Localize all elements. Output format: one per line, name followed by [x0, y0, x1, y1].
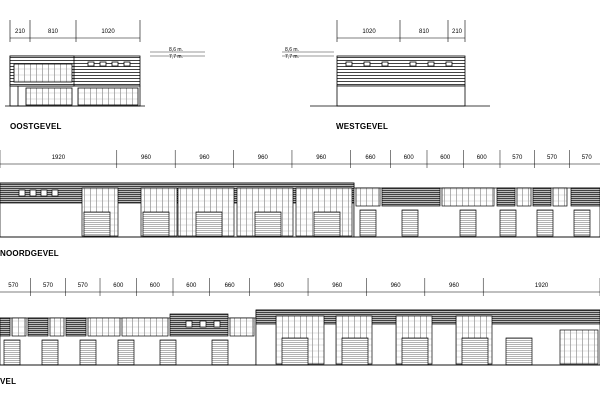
zuid-small-windows — [185, 320, 221, 328]
oostgevel-title: OOSTGEVEL — [10, 122, 62, 131]
zuidgevel-title: VEL — [0, 377, 17, 386]
dim-label: 210 — [452, 29, 463, 35]
west-building — [310, 55, 490, 107]
dim-label: 960 — [449, 283, 460, 289]
height-label: 8,6 m. — [285, 47, 299, 53]
dim-label: 570 — [43, 283, 54, 289]
noordgevel-title: NOORDGEVEL — [0, 249, 59, 258]
dim-label: 960 — [316, 155, 327, 161]
dim-label: 570 — [582, 155, 593, 161]
dim-label: 660 — [225, 283, 236, 289]
dim-label: 960 — [141, 155, 152, 161]
oost-building — [5, 55, 145, 107]
dim-label: 600 — [186, 283, 197, 289]
oost-height-marks: 8,6 m. 7,7 m. — [150, 47, 205, 60]
noord-dimension-line: 1920 960 960 960 960 660 600 600 600 570 570 570 — [0, 150, 600, 168]
dim-label: 600 — [113, 283, 124, 289]
dim-label: 570 — [512, 155, 523, 161]
westgevel-elevation: 1020 810 210 8,6 m. 7,7 m. — [282, 20, 490, 107]
zuid-building — [0, 309, 600, 366]
oost-dim-labels: 210 810 1020 — [15, 29, 115, 35]
oostgevel-elevation: 210 810 1020 8,6 m. 7,7 m. — [5, 20, 205, 107]
dim-label: 660 — [365, 155, 376, 161]
west-height-marks: 8,6 m. 7,7 m. — [282, 47, 334, 60]
dim-label: 1020 — [362, 29, 376, 35]
dim-label: 960 — [332, 283, 343, 289]
dim-label: 1920 — [535, 283, 549, 289]
noord-building — [0, 182, 600, 238]
dim-label: 210 — [15, 29, 26, 35]
dim-label: 1020 — [101, 29, 115, 35]
height-label: 7,7 m. — [169, 54, 183, 60]
dim-label: 1920 — [52, 155, 66, 161]
dim-label: 810 — [419, 29, 430, 35]
noord-overhead-doors — [83, 211, 341, 237]
dim-label: 960 — [199, 155, 210, 161]
dim-label: 570 — [78, 283, 89, 289]
dim-label: 600 — [477, 155, 488, 161]
height-label: 8,6 m. — [169, 47, 183, 53]
dim-label: 600 — [440, 155, 451, 161]
noord-low-units — [355, 187, 600, 237]
westgevel-title: WESTGEVEL — [336, 122, 389, 131]
dim-label: 570 — [547, 155, 558, 161]
dim-label: 570 — [8, 283, 19, 289]
west-dimension-line — [336, 20, 466, 42]
dim-label: 960 — [391, 283, 402, 289]
dim-label: 960 — [274, 283, 285, 289]
dim-label: 810 — [48, 29, 59, 35]
zuid-low-units — [0, 313, 255, 366]
zuidgevel-elevation: 570 570 570 600 600 600 660 960 960 960 960 1920 — [0, 278, 600, 366]
dim-label: 960 — [258, 155, 269, 161]
dim-label: 600 — [404, 155, 415, 161]
dim-label: 600 — [150, 283, 161, 289]
height-label: 7,7 m. — [285, 54, 299, 60]
oost-dimension-line — [9, 20, 141, 42]
west-dim-labels: 1020 810 210 — [362, 29, 462, 35]
noordgevel-elevation: 1920 960 960 960 960 660 600 600 600 570 570 570 — [0, 150, 600, 238]
zuid-dimension-line: 570 570 570 600 600 600 660 960 960 960 960 1920 — [0, 278, 600, 296]
